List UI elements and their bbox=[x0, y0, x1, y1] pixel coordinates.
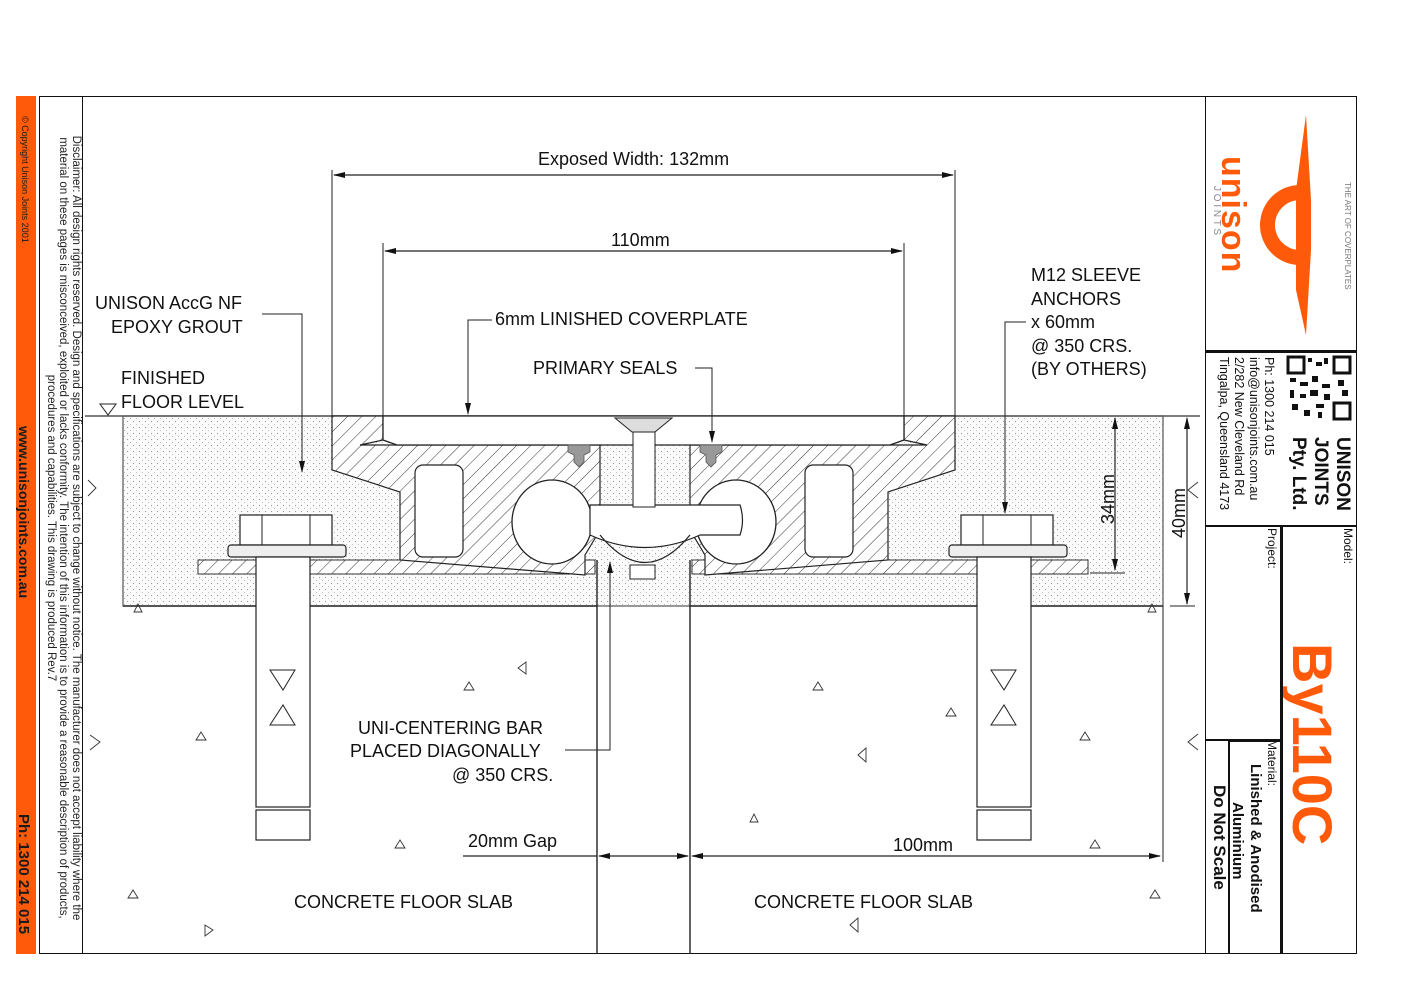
gap-dimension: 20mm Gap bbox=[468, 831, 558, 851]
exposed-width-dimension: Exposed Width: 132mm bbox=[538, 149, 730, 169]
sleeve-anchor-right bbox=[948, 514, 1068, 841]
grout-label-line2: EPOXY GROUT bbox=[111, 317, 243, 337]
material-line2: Aluminium bbox=[1229, 802, 1246, 880]
slab-distance-dimension: 100mm bbox=[893, 835, 954, 855]
grout-label-line1: UNISON AccG NF bbox=[95, 293, 243, 313]
model-value: By110C bbox=[1281, 643, 1344, 846]
company-name-line3: Pty. Ltd. bbox=[1288, 437, 1309, 511]
do-not-scale-note: Do Not Scale bbox=[1210, 785, 1229, 890]
project-label: Project: bbox=[1265, 528, 1279, 569]
anchors-label-line5: (BY OTHERS) bbox=[1031, 359, 1147, 379]
disclaimer-column bbox=[39, 96, 82, 954]
material-label: Material: bbox=[1265, 740, 1279, 787]
sleeve-anchor-left bbox=[227, 514, 347, 841]
anchors-label-line3: x 60mm bbox=[1031, 312, 1096, 332]
slab-right-label: CONCRETE FLOOR SLAB bbox=[754, 892, 974, 912]
anchors-label-line4: @ 350 CRS. bbox=[1031, 336, 1133, 356]
material-line1: Linished & Anodised bbox=[1247, 764, 1264, 913]
divider bbox=[1281, 525, 1283, 954]
coverplate-label: 6mm LINISHED COVERPLATE bbox=[495, 309, 748, 329]
contact-phone: Ph: 1300 214 015 bbox=[1262, 357, 1276, 456]
slab-left-label: CONCRETE FLOOR SLAB bbox=[294, 892, 514, 912]
primary-seals-label: PRIMARY SEALS bbox=[533, 358, 678, 378]
coverplate-width-dimension: 110mm bbox=[611, 230, 670, 250]
divider bbox=[1228, 740, 1282, 742]
anchors-label-line1: M12 SLEEVE bbox=[1031, 265, 1142, 285]
company-name-line2: JOINTS bbox=[1310, 437, 1331, 506]
bar-label-line3: @ 350 CRS. bbox=[452, 765, 554, 785]
divider bbox=[1205, 350, 1357, 352]
bar-label-line1: UNI-CENTERING BAR bbox=[358, 718, 544, 738]
divider bbox=[1228, 740, 1230, 954]
ffl-label-line1: FINISHED bbox=[121, 368, 206, 388]
address-line2: Tingalpa, Queensland 4173 bbox=[1217, 357, 1231, 511]
anchors-label-line2: ANCHORS bbox=[1031, 289, 1122, 309]
company-name-line1: UNISON bbox=[1332, 437, 1353, 511]
model-label: Model: bbox=[1341, 528, 1355, 565]
ffl-label-line2: FLOOR LEVEL bbox=[121, 392, 245, 412]
contact-email[interactable]: info@unisonjoints.com.au bbox=[1247, 357, 1261, 501]
divider bbox=[1205, 525, 1357, 527]
address-line1: 2/282 New Cleveland Rd bbox=[1232, 357, 1246, 496]
bar-label-line2: PLACED DIAGONALLY bbox=[350, 741, 541, 761]
brand-strip: © Copyright Unison Joints 2001 www.uniso… bbox=[15, 96, 36, 954]
